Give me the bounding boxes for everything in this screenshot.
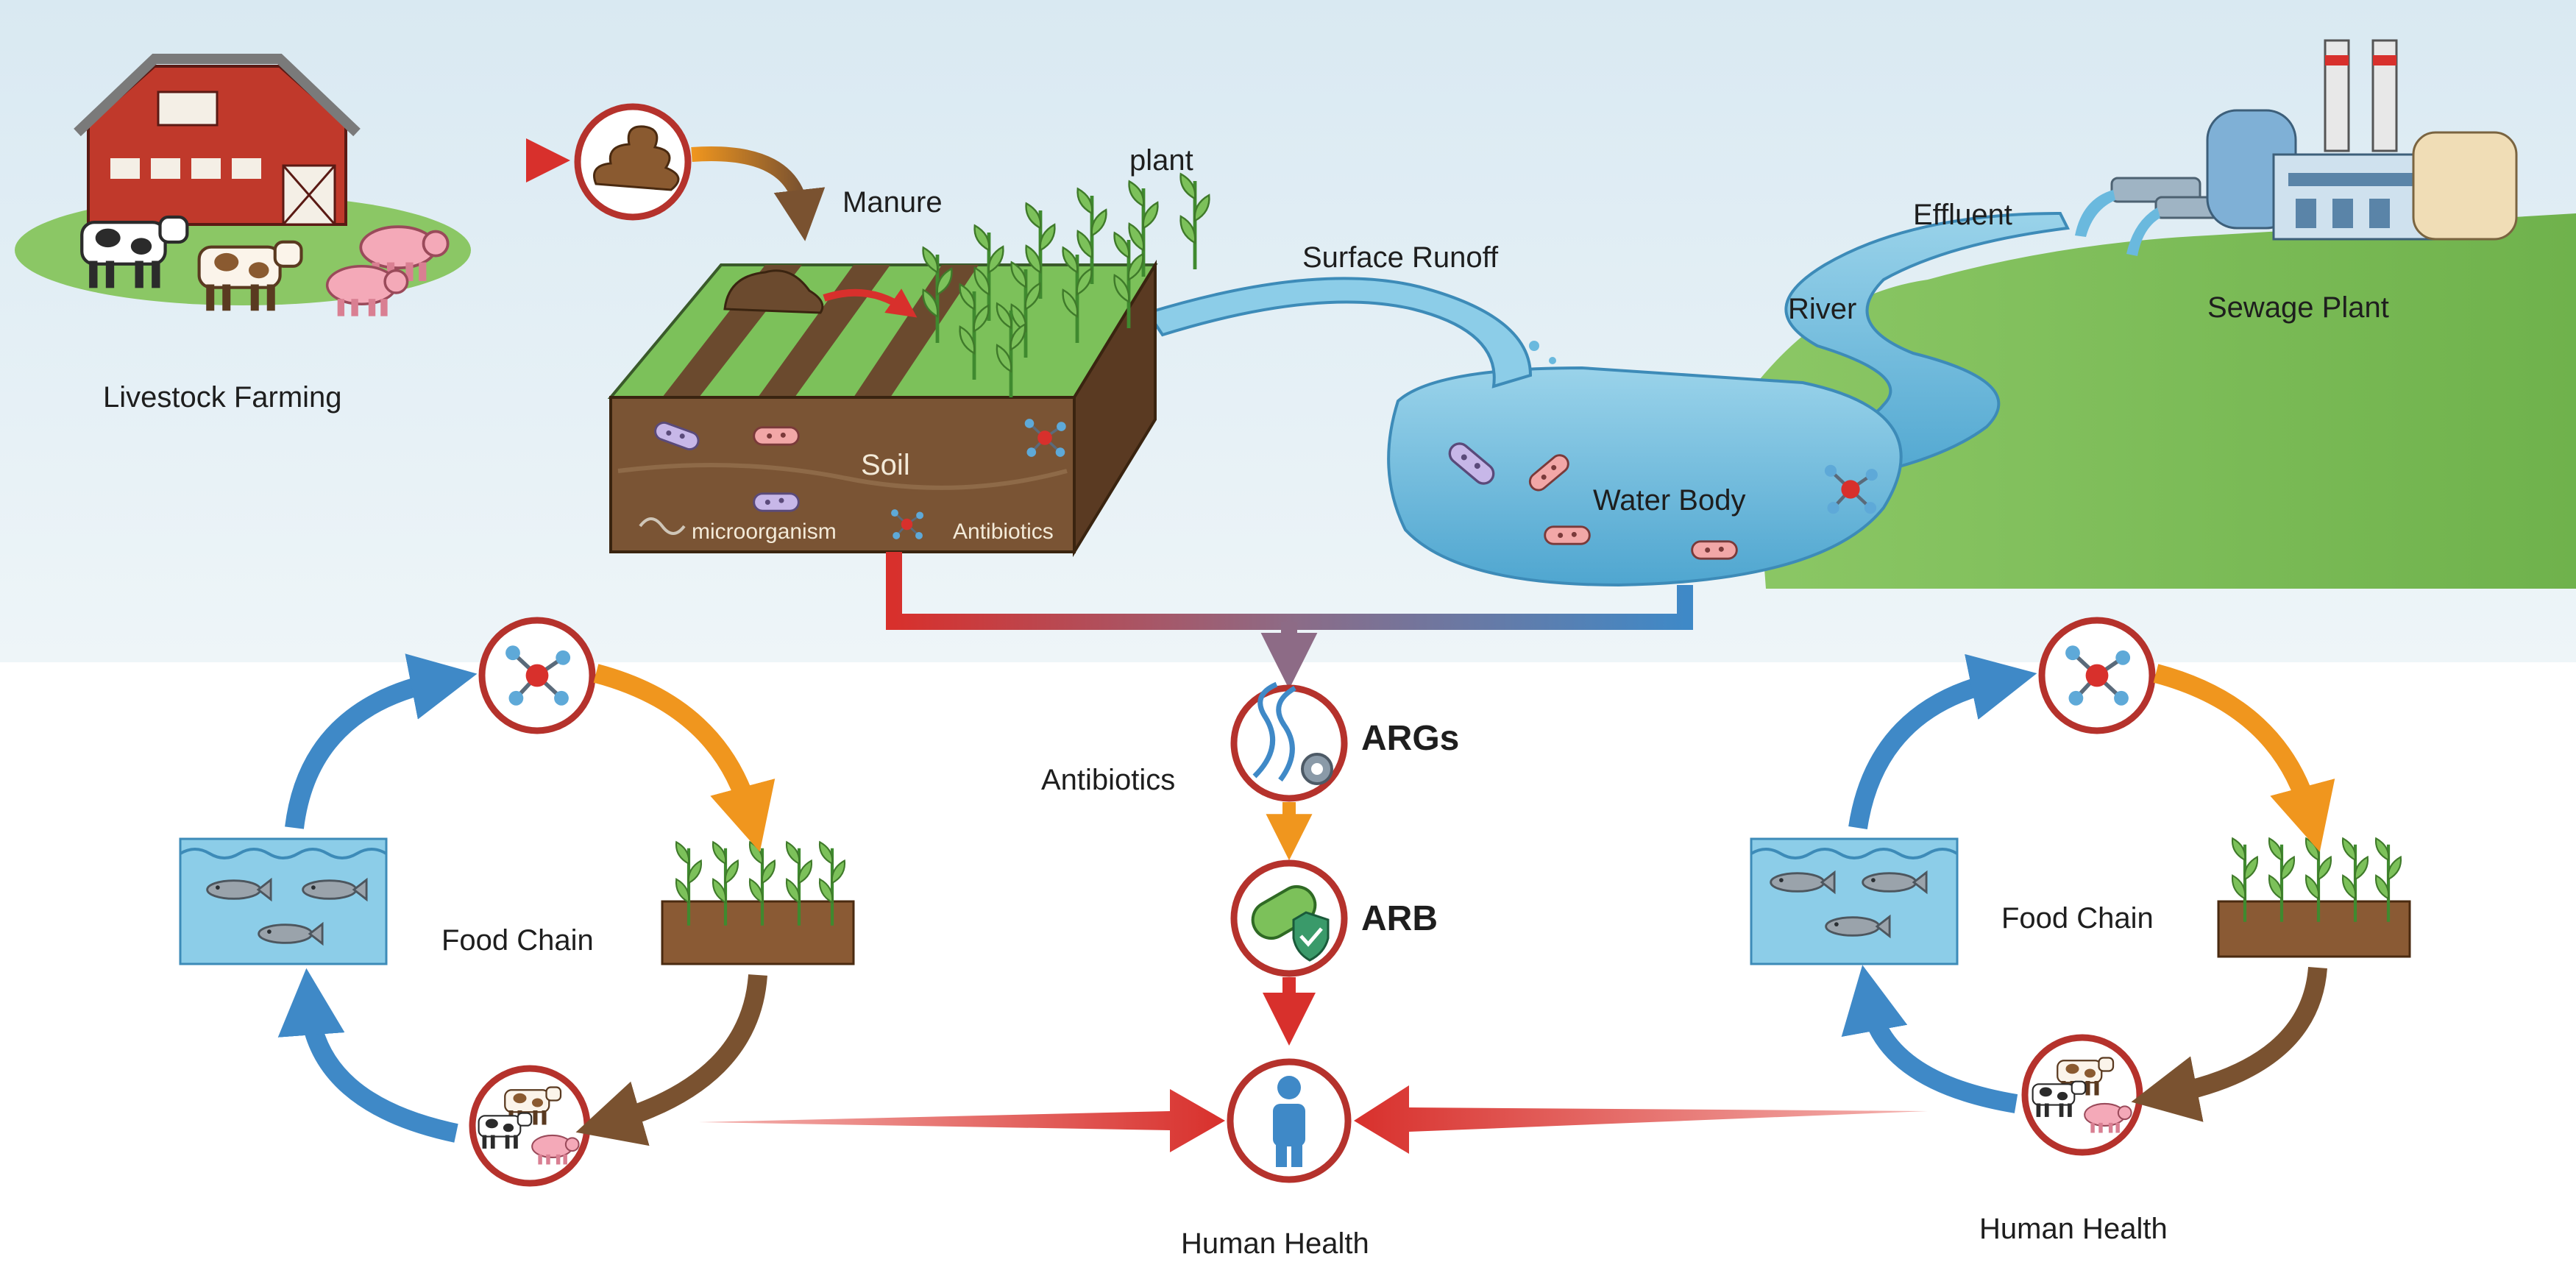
- manure-to-field-arrow: [691, 146, 826, 241]
- label-microorganism: microorganism: [692, 520, 837, 544]
- label-plant: plant: [1129, 144, 1193, 177]
- manure-icon: [574, 103, 692, 221]
- crop-box: [2217, 900, 2411, 958]
- label-manure: Manure: [842, 186, 943, 219]
- label-antibiotics-center: Antibiotics: [1041, 764, 1176, 796]
- right-food-chain-cycle: [1750, 617, 2411, 1156]
- crop-box: [661, 900, 855, 965]
- left-cycle-to-human-arrow: [699, 1089, 1225, 1152]
- label-arb: ARB: [1361, 899, 1438, 938]
- label-food-chain-right: Food Chain: [2001, 902, 2154, 935]
- label-water-body: Water Body: [1593, 484, 1746, 517]
- bacteria-icon: [753, 426, 800, 446]
- effluent-pipe: [2075, 177, 2224, 256]
- factory-icon: [2206, 39, 2518, 241]
- dna-gear-icon: [1230, 681, 1348, 802]
- bacteria-icon: [753, 492, 800, 512]
- bacteria-icon: [1544, 525, 1591, 545]
- bacteria-icon: [1691, 540, 1738, 560]
- label-args: ARGs: [1361, 719, 1460, 758]
- label-human-health-right: Human Health: [1979, 1213, 2168, 1245]
- label-antibiotics-soil: Antibiotics: [953, 520, 1054, 544]
- label-effluent: Effluent: [1913, 199, 2012, 231]
- label-food-chain-left: Food Chain: [441, 924, 594, 957]
- surface-runoff-stream: [1145, 277, 1533, 389]
- manure-pile: [723, 269, 824, 314]
- aquatic-box: [1750, 837, 1959, 965]
- shield-bacteria-icon: [1230, 859, 1348, 977]
- label-soil: Soil: [861, 449, 910, 481]
- person-icon: [1227, 1058, 1352, 1183]
- label-human-health-center: Human Health: [1181, 1227, 1369, 1260]
- hillside: [1751, 213, 2576, 589]
- left-food-chain-cycle: [179, 617, 855, 1187]
- label-livestock-farming: Livestock Farming: [103, 381, 342, 414]
- soil-block: [607, 259, 1158, 558]
- water-body: [1387, 366, 1903, 587]
- label-river: River: [1788, 293, 1857, 325]
- right-cycle-to-human-arrow: [1354, 1085, 1928, 1154]
- label-sewage-plant: Sewage Plant: [2207, 291, 2389, 324]
- label-surface-runoff: Surface Runoff: [1302, 241, 1499, 274]
- aquatic-box: [179, 837, 388, 965]
